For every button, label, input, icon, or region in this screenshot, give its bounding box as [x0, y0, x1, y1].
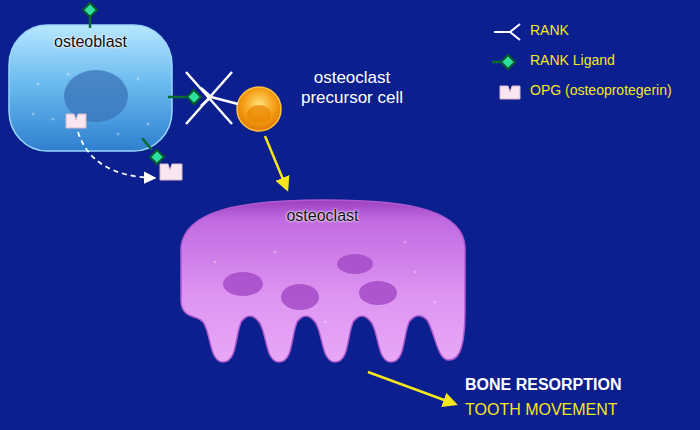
flow-arrow — [265, 136, 287, 189]
legend-label: RANK — [530, 22, 569, 38]
rank-ligand-symbol — [168, 90, 201, 104]
outcome-label: TOOTH MOVEMENT — [465, 401, 618, 419]
cell-outline — [236, 86, 282, 132]
legend-rank-ligand-symbol — [492, 55, 515, 69]
blocked-cross — [186, 72, 232, 124]
outcome-arrow — [368, 372, 455, 404]
opg-symbol — [160, 164, 182, 180]
legend-rank-symbol — [494, 24, 520, 40]
cell-label: osteoclast precursor cell — [296, 68, 408, 108]
osteoclast-cell: osteoclast — [175, 192, 470, 372]
rank-receptor-symbol — [201, 88, 238, 106]
legend-label: RANK Ligand — [530, 52, 615, 68]
cell-label: osteoblast — [8, 32, 173, 52]
precursor-cell: osteoclast precursor cell — [236, 86, 282, 132]
legend-label: OPG (osteoprotegerin) — [530, 82, 672, 98]
cell-label: osteoclast — [175, 206, 470, 226]
outcome-label: BONE RESORPTION — [465, 376, 621, 394]
legend-opg-symbol — [500, 86, 520, 99]
osteoblast-cell: osteoblast — [8, 24, 173, 152]
